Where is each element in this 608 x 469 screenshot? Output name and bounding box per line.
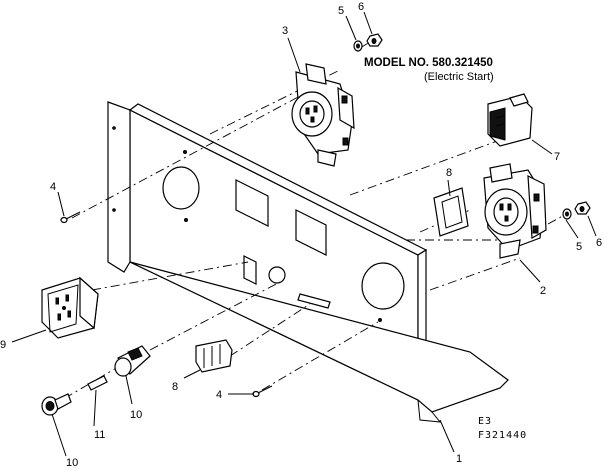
duplex-outlet	[41, 276, 99, 339]
model-subtitle: (Electric Start)	[424, 71, 494, 83]
screw-lower	[252, 385, 273, 398]
callout-5-top: 5	[338, 5, 344, 17]
callout-7: 7	[554, 151, 560, 163]
callout-1: 1	[456, 453, 462, 465]
model-number: MODEL NO. 580.321450	[364, 57, 493, 69]
callout-10-cap: 10	[66, 457, 78, 469]
switch-gasket	[433, 187, 469, 237]
callout-8-upper: 8	[446, 167, 452, 179]
callout-11: 11	[94, 429, 105, 441]
nut-top	[366, 33, 383, 47]
fuse-cap	[41, 393, 72, 416]
lock-washer-top	[353, 40, 363, 52]
rocker-switch	[487, 93, 533, 147]
callout-6-top: 6	[358, 1, 364, 13]
twist-lock-receptacle-right	[483, 163, 547, 259]
callout-5-right: 5	[576, 241, 582, 253]
screw-upper	[60, 211, 81, 224]
figure-code-line2: F321440	[478, 430, 527, 441]
fuse-holder-body	[114, 345, 151, 377]
callout-3: 3	[282, 25, 288, 37]
circuit-breaker	[195, 339, 233, 373]
figure-code-line1: E3	[478, 416, 492, 427]
fuse	[87, 375, 108, 391]
lock-washer-right	[562, 208, 572, 220]
callout-4-upper: 4	[50, 181, 56, 193]
callout-6-right: 6	[596, 237, 602, 249]
callout-10-holder: 10	[130, 409, 142, 421]
callout-8-lower: 8	[172, 381, 178, 393]
leader-lines	[11, 11, 597, 457]
callout-9: 9	[0, 339, 6, 351]
nut-right	[574, 201, 591, 215]
callout-2: 2	[540, 285, 546, 297]
twist-lock-receptacle-top	[291, 63, 355, 167]
callout-4-lower: 4	[216, 389, 222, 401]
control-panel	[107, 101, 509, 423]
